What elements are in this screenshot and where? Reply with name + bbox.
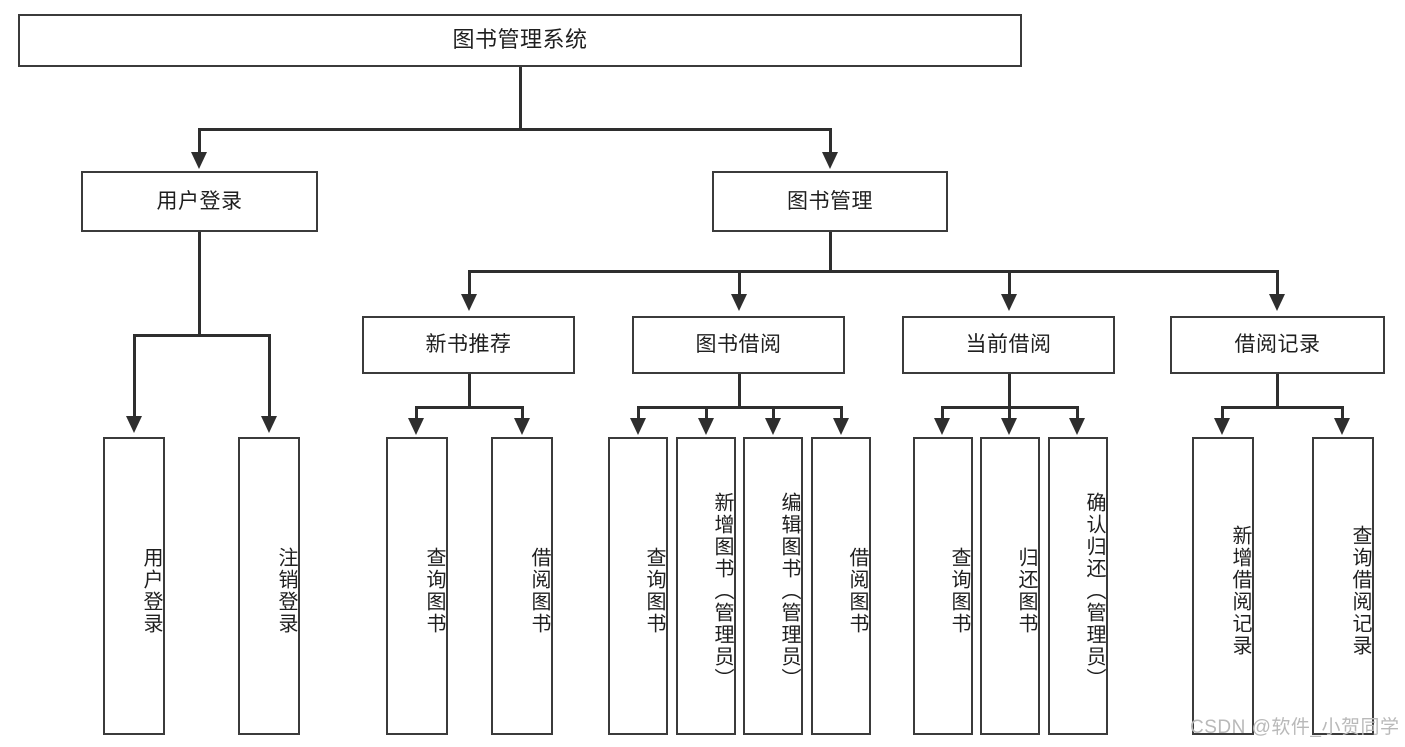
connector-borrow-record-stem bbox=[1276, 374, 1279, 408]
connector-book-borrow-bar bbox=[637, 406, 843, 409]
connector-borrow-record-leaf-1 bbox=[1221, 406, 1224, 420]
leaf-label: 查询借阅记录 bbox=[1349, 525, 1371, 657]
connector-to-user-login bbox=[198, 128, 201, 154]
leaf-current-borrow-return-book[interactable]: 归还图书 bbox=[980, 437, 1040, 735]
node-label: 图书借阅 bbox=[695, 333, 782, 357]
connector-book-borrow-leaf-3 bbox=[772, 406, 775, 420]
arrow-user-login-leaf-2 bbox=[261, 416, 277, 433]
node-current-borrow[interactable]: 当前借阅 bbox=[902, 316, 1115, 374]
arrow-user-login-leaf-1 bbox=[126, 416, 142, 433]
arrow-to-current-borrow bbox=[1001, 294, 1017, 311]
node-label: 当前借阅 bbox=[965, 333, 1052, 357]
leaf-new-book-recommend-borrow-book[interactable]: 借阅图书 bbox=[491, 437, 553, 735]
node-label: 图书管理 bbox=[787, 189, 873, 213]
arrow-to-borrow-record bbox=[1269, 294, 1285, 311]
connector-current-borrow-stem bbox=[1008, 374, 1011, 408]
leaf-borrow-record-add-record[interactable]: 新增借阅记录 bbox=[1192, 437, 1254, 735]
node-label: 新书推荐 bbox=[425, 333, 512, 357]
arrow-new-book-recommend-leaf-1 bbox=[408, 418, 424, 435]
connector-current-borrow-leaf-3 bbox=[1076, 406, 1079, 420]
connector-current-borrow-leaf-2 bbox=[1008, 406, 1011, 420]
node-book-management[interactable]: 图书管理 bbox=[712, 171, 948, 232]
connector-to-borrow-record bbox=[1276, 270, 1279, 296]
connector-book-management-stem bbox=[829, 232, 832, 272]
connector-user-login-leaf-1 bbox=[133, 334, 136, 418]
leaf-label: 确认归还（管理员） bbox=[1083, 492, 1105, 690]
leaf-label: 查询图书 bbox=[948, 547, 970, 635]
connector-user-login-leaf-2 bbox=[268, 334, 271, 418]
leaf-label: 新增借阅记录 bbox=[1229, 525, 1251, 657]
node-new-book-recommend[interactable]: 新书推荐 bbox=[362, 316, 575, 374]
arrow-current-borrow-leaf-2 bbox=[1001, 418, 1017, 435]
node-label: 图书管理系统 bbox=[452, 27, 588, 53]
arrow-borrow-record-leaf-1 bbox=[1214, 418, 1230, 435]
connector-level2-bar bbox=[198, 128, 832, 131]
arrow-new-book-recommend-leaf-2 bbox=[514, 418, 530, 435]
connector-root-stem bbox=[519, 67, 522, 129]
connector-level3-bar bbox=[468, 270, 1278, 273]
node-borrow-record[interactable]: 借阅记录 bbox=[1170, 316, 1385, 374]
leaf-current-borrow-confirm-return[interactable]: 确认归还（管理员） bbox=[1048, 437, 1108, 735]
connector-borrow-record-bar bbox=[1221, 406, 1343, 409]
leaf-current-borrow-query-book[interactable]: 查询图书 bbox=[913, 437, 973, 735]
connector-to-book-management bbox=[829, 128, 832, 154]
connector-borrow-record-leaf-2 bbox=[1341, 406, 1344, 420]
node-book-borrow[interactable]: 图书借阅 bbox=[632, 316, 845, 374]
watermark-text: CSDN @软件_小贺同学 bbox=[1190, 717, 1400, 738]
arrow-to-new-book-recommend bbox=[461, 294, 477, 311]
connector-user-login-bar bbox=[133, 334, 270, 337]
connector-new-book-recommend-leaf-1 bbox=[415, 406, 418, 420]
leaf-new-book-recommend-query-book[interactable]: 查询图书 bbox=[386, 437, 448, 735]
arrow-borrow-record-leaf-2 bbox=[1334, 418, 1350, 435]
leaf-label: 查询图书 bbox=[643, 547, 665, 635]
arrow-to-user-login bbox=[191, 152, 207, 169]
connector-current-borrow-leaf-1 bbox=[941, 406, 944, 420]
arrow-book-borrow-leaf-2 bbox=[698, 418, 714, 435]
arrow-book-borrow-leaf-1 bbox=[630, 418, 646, 435]
leaf-user-login-logout[interactable]: 注销登录 bbox=[238, 437, 300, 735]
arrow-current-borrow-leaf-3 bbox=[1069, 418, 1085, 435]
connector-new-book-recommend-bar bbox=[415, 406, 523, 409]
leaf-label: 借阅图书 bbox=[528, 547, 550, 635]
connector-book-borrow-stem bbox=[738, 374, 741, 408]
connector-new-book-recommend-leaf-2 bbox=[521, 406, 524, 420]
arrow-book-borrow-leaf-4 bbox=[833, 418, 849, 435]
leaf-label: 借阅图书 bbox=[846, 547, 868, 635]
node-user-login[interactable]: 用户登录 bbox=[81, 171, 318, 232]
connector-book-borrow-leaf-2 bbox=[705, 406, 708, 420]
connector-to-book-borrow bbox=[738, 270, 741, 296]
leaf-label: 归还图书 bbox=[1015, 547, 1037, 635]
connector-user-login-stem bbox=[198, 232, 201, 336]
arrow-to-book-borrow bbox=[731, 294, 747, 311]
leaf-label: 用户登录 bbox=[140, 547, 162, 635]
node-label: 用户登录 bbox=[156, 189, 243, 213]
connector-book-borrow-leaf-1 bbox=[637, 406, 640, 420]
leaf-borrow-record-query-record[interactable]: 查询借阅记录 bbox=[1312, 437, 1374, 735]
node-label: 借阅记录 bbox=[1234, 333, 1321, 357]
connector-new-book-recommend-stem bbox=[468, 374, 471, 408]
leaf-label: 注销登录 bbox=[275, 547, 297, 635]
arrow-book-borrow-leaf-3 bbox=[765, 418, 781, 435]
node-root-book-management-system[interactable]: 图书管理系统 bbox=[18, 14, 1022, 67]
connector-to-current-borrow bbox=[1008, 270, 1011, 296]
leaf-book-borrow-borrow-book[interactable]: 借阅图书 bbox=[811, 437, 871, 735]
connector-book-borrow-leaf-4 bbox=[840, 406, 843, 420]
leaf-label: 编辑图书（管理员） bbox=[778, 492, 800, 690]
arrow-current-borrow-leaf-1 bbox=[934, 418, 950, 435]
leaf-label: 查询图书 bbox=[423, 547, 445, 635]
leaf-book-borrow-query-book[interactable]: 查询图书 bbox=[608, 437, 668, 735]
arrow-to-book-management bbox=[822, 152, 838, 169]
leaf-label: 新增图书（管理员） bbox=[711, 492, 733, 690]
leaf-book-borrow-edit-book[interactable]: 编辑图书（管理员） bbox=[743, 437, 803, 735]
connector-to-new-book-recommend bbox=[468, 270, 471, 296]
leaf-user-login-login[interactable]: 用户登录 bbox=[103, 437, 165, 735]
leaf-book-borrow-add-book[interactable]: 新增图书（管理员） bbox=[676, 437, 736, 735]
